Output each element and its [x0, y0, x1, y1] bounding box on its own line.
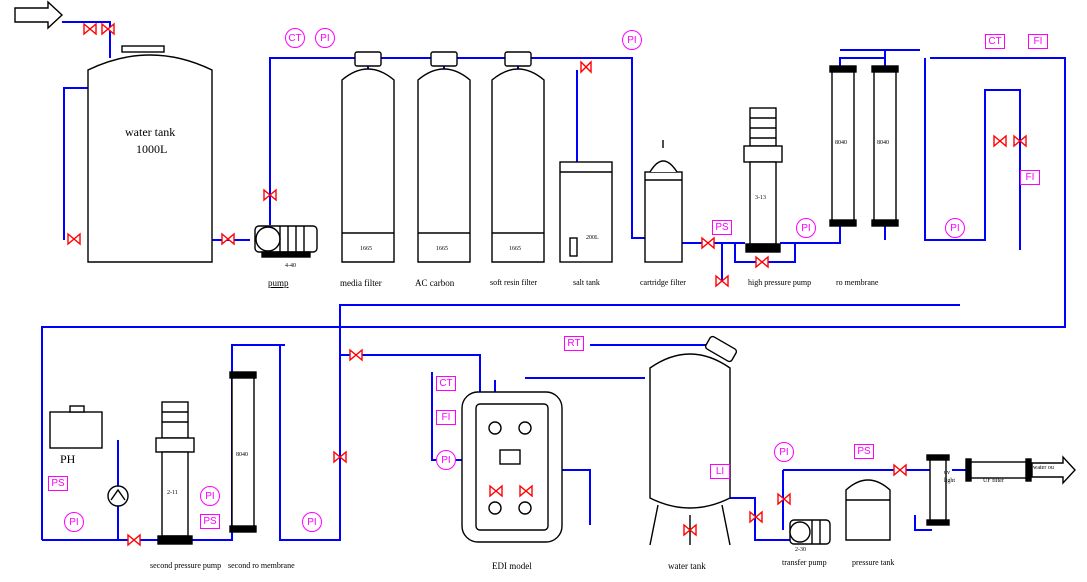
second-membrane-size: 8040 [236, 452, 248, 458]
valve-icon [993, 134, 1007, 148]
water-tank-2 [649, 335, 738, 546]
membrane-1-size: 8040 [835, 140, 847, 146]
pump1-label: pump [268, 278, 289, 288]
media-filter-vessel [341, 51, 395, 263]
valve-icon [755, 255, 769, 269]
valve-icon [1013, 134, 1027, 148]
edi-label: EDI model [492, 561, 532, 571]
valve-icon [715, 274, 729, 288]
fi-instrument: FI [436, 410, 456, 425]
transfer-pump-label: transfer pump [782, 558, 827, 567]
media-filter-label: media filter [340, 278, 382, 288]
transfer-pump-model: 2-30 [795, 547, 806, 553]
transfer-pump [789, 519, 831, 545]
ct-instrument: CT [436, 376, 456, 391]
second-pressure-pump-label: second pressure pump [150, 561, 222, 570]
ac-carbon-label: AC carbon [415, 278, 455, 288]
water-out-label: water ou [1033, 465, 1054, 471]
li-instrument: LI [710, 464, 730, 479]
valve-icon [777, 492, 791, 506]
fi-instrument: FI [1028, 34, 1048, 49]
second-pressure-pump [155, 401, 195, 545]
uf-filter [965, 458, 1032, 482]
soft-resin-label: soft resin filter [490, 278, 538, 287]
salt-tank-label: salt tank [573, 278, 600, 287]
pi-instrument: PI [622, 30, 642, 50]
ps-instrument: PS [854, 444, 874, 459]
valve-icon [333, 450, 347, 464]
soft-resin-vessel [491, 51, 545, 263]
ps-instrument: PS [48, 476, 68, 491]
ro-membrane-label: ro membrane [836, 278, 879, 287]
ph-label: PH [60, 452, 76, 466]
cartridge-filter-label: cartridge filter [640, 278, 686, 287]
second-pump-model: 2-11 [167, 490, 178, 496]
valve-icon [519, 484, 533, 498]
cartridge-filter [644, 140, 683, 263]
pi-instrument: PI [945, 218, 965, 238]
rt-instrument: RT [564, 336, 584, 351]
water-tank-1000l [87, 45, 213, 263]
valve-icon [489, 484, 503, 498]
pi-instrument: PI [774, 442, 794, 462]
valve-icon [893, 463, 907, 477]
uf-filter-label: UF filter [983, 478, 1004, 484]
pump-1 [254, 225, 318, 258]
vessel-size-label: 1665 [360, 246, 372, 252]
vessel-size-label: 1665 [436, 246, 448, 252]
valve-icon [580, 60, 592, 74]
valve-icon [683, 523, 697, 537]
ct-instrument: CT [985, 34, 1005, 49]
fi-instrument: FI [1020, 170, 1040, 185]
water-tank-2-label: water tank [668, 561, 706, 571]
membrane-2-size: 8040 [877, 140, 889, 146]
valve-icon [127, 533, 141, 547]
ct-instrument: CT [285, 28, 305, 48]
valve-icon [67, 232, 81, 246]
salt-tank-volume: 200L [586, 235, 599, 241]
valve-icon [749, 510, 763, 524]
valve-icon [701, 236, 715, 250]
valve-icon [83, 22, 97, 36]
uv-light-label: uv light [944, 470, 956, 484]
high-pressure-pump-label: high pressure pump [748, 278, 812, 287]
water-tank-title: water tank [125, 125, 176, 139]
vessel-size-label: 1665 [509, 246, 521, 252]
ac-carbon-vessel [417, 51, 471, 263]
second-ro-membrane [229, 371, 257, 533]
uv-light [926, 454, 950, 526]
edi-module [461, 391, 563, 543]
pressure-tank-label: pressure tank [852, 558, 895, 567]
ro-membrane-2 [871, 65, 899, 227]
ps-instrument: PS [712, 220, 732, 235]
ps-instrument: PS [200, 514, 220, 529]
pi-instrument: PI [302, 512, 322, 532]
pi-instrument: PI [436, 450, 456, 470]
inlet-arrow [14, 0, 64, 30]
outlet-arrow [1031, 455, 1076, 485]
high-pressure-pump [743, 107, 783, 253]
ro-membrane-1 [829, 65, 857, 227]
valve-icon [221, 232, 235, 246]
pi-instrument: PI [200, 486, 220, 506]
pi-instrument: PI [796, 218, 816, 238]
pi-instrument: PI [64, 512, 84, 532]
pi-instrument: PI [315, 28, 335, 48]
valve-icon [349, 348, 363, 362]
dosing-pump [107, 485, 129, 507]
ph-dosing-tank [49, 405, 103, 449]
salt-tank [559, 161, 613, 263]
valve-icon [263, 188, 277, 202]
pressure-tank [845, 479, 891, 541]
pump1-model: 4-40 [285, 263, 296, 269]
valve-icon [101, 22, 115, 36]
water-tank-capacity: 1000L [136, 142, 168, 156]
second-ro-membrane-label: second ro membrane [228, 561, 295, 570]
hp-pump-model: 3-13 [755, 195, 766, 201]
